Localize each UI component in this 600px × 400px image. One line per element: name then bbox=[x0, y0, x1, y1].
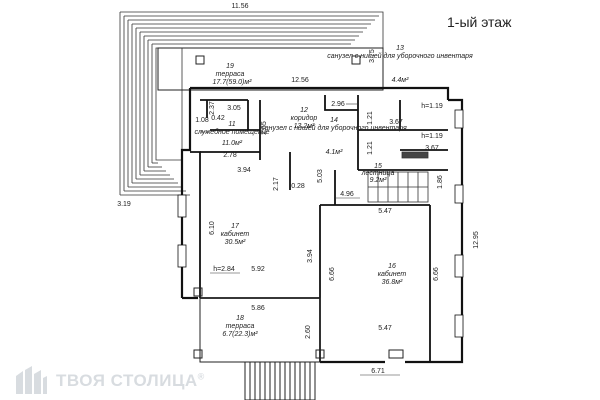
bath-top-num: 13 bbox=[396, 45, 404, 52]
dim-367b: 3.67 bbox=[425, 145, 439, 152]
stairs-area: 9.2м² bbox=[370, 177, 388, 184]
building-logo-icon bbox=[16, 366, 47, 394]
terrace-top-num: 19 bbox=[226, 63, 234, 70]
dim-h284: h=2.84 bbox=[213, 266, 235, 273]
dim-496: 4.96 bbox=[340, 191, 354, 198]
dim-367a: 3.67 bbox=[389, 119, 403, 126]
windows bbox=[177, 109, 464, 338]
bath-mid-num: 14 bbox=[330, 117, 338, 124]
bath-top-area: 4.4м² bbox=[392, 77, 410, 84]
dim-terrace-span: 12.56 bbox=[291, 77, 309, 84]
terrace-bottom-area: 6.7(22.3)м² bbox=[222, 331, 258, 338]
office-left-name: кабинет bbox=[221, 230, 250, 238]
corridor-name: коридор bbox=[291, 114, 318, 122]
dimension-ticks bbox=[200, 103, 400, 376]
dim-666b: 6.66 bbox=[433, 267, 440, 281]
dim-503: 5.03 bbox=[317, 169, 324, 183]
office-left-area: 30.5м² bbox=[225, 239, 246, 246]
terrace-bottom-name: терраса bbox=[226, 323, 255, 330]
service-name: служебное помещение bbox=[194, 128, 269, 136]
room-labels: 19 терраса 17.7(59.0)м² 12 коридор 13.2м… bbox=[194, 45, 473, 338]
top-terrace-steps bbox=[119, 11, 384, 196]
dimension-labels: 11.56 12.56 3.19 3.75 3.05 2.96 1.08 0.4… bbox=[117, 3, 480, 375]
corridor-area: 13.2м² bbox=[294, 123, 315, 130]
stairs-num: 15 bbox=[374, 163, 382, 170]
corridor-num: 12 bbox=[300, 107, 308, 114]
dim-260: 2.60 bbox=[305, 325, 312, 339]
dim-h119a: h=1.19 bbox=[421, 103, 443, 110]
column-square bbox=[315, 349, 325, 359]
dim-217: 2.17 bbox=[273, 177, 280, 191]
service-num: 11 bbox=[228, 121, 235, 128]
terrace-slab bbox=[157, 47, 384, 91]
dim-186: 1.86 bbox=[437, 175, 444, 189]
dim-top-width: 11.56 bbox=[232, 3, 249, 10]
floor-title: 1-ый этаж bbox=[447, 14, 512, 30]
bath-top-name: санузел с нишей для уборочного инвентаря bbox=[327, 52, 473, 60]
stairs bbox=[367, 151, 429, 203]
bath-mid-area: 4.1м² bbox=[326, 149, 344, 156]
dim-666a: 6.66 bbox=[329, 267, 336, 281]
terrace-top-area: 17.7(59.0)м² bbox=[212, 79, 252, 86]
stairs-name: лестница bbox=[361, 170, 395, 177]
dim-left-depth: 3.19 bbox=[117, 201, 131, 208]
column-square bbox=[195, 55, 205, 65]
dim-375: 3.75 bbox=[369, 49, 376, 63]
dim-h119b: h=1.19 bbox=[421, 133, 443, 140]
terrace-top-name: терраса bbox=[216, 71, 245, 78]
dim-305: 3.05 bbox=[227, 105, 241, 112]
columns bbox=[193, 55, 404, 359]
office-right-area: 36.8м² bbox=[382, 279, 403, 286]
window-mark bbox=[388, 349, 404, 359]
watermark-text: ТВОЯ СТОЛИЦА® bbox=[56, 371, 205, 390]
watermark: ТВОЯ СТОЛИЦА® bbox=[14, 366, 205, 396]
dim-028: 0.28 bbox=[291, 183, 305, 190]
dim-394a: 3.94 bbox=[237, 167, 251, 174]
dim-237: 2.37 bbox=[209, 101, 216, 115]
dim-121b: 1.21 bbox=[367, 141, 374, 155]
dim-121a: 1.21 bbox=[367, 111, 374, 125]
column-square bbox=[193, 287, 203, 297]
dim-610: 6.10 bbox=[209, 221, 216, 235]
dim-547a: 5.47 bbox=[378, 208, 392, 215]
dim-671: 6.71 bbox=[371, 368, 385, 375]
column-square bbox=[193, 349, 203, 359]
dim-278: 2.78 bbox=[223, 152, 237, 159]
dim-296: 2.96 bbox=[331, 101, 345, 108]
terrace-bottom-num: 18 bbox=[236, 315, 244, 322]
dim-586: 5.86 bbox=[251, 305, 265, 312]
office-right-num: 16 bbox=[388, 263, 396, 270]
bath-mid-name: санузел с нишей для уборочного инвентаря bbox=[261, 124, 407, 132]
dim-265: 2.65 bbox=[261, 121, 268, 135]
bottom-terrace bbox=[199, 297, 321, 400]
office-right-name: кабинет bbox=[378, 270, 407, 278]
column-square bbox=[351, 55, 361, 65]
dim-1295: 12.95 bbox=[473, 231, 480, 249]
dim-108: 1.08 bbox=[195, 117, 209, 124]
service-area: 11.0м² bbox=[222, 140, 243, 147]
dim-042: 0.42 bbox=[211, 115, 225, 122]
office-left-num: 17 bbox=[231, 223, 240, 230]
dim-547b: 5.47 bbox=[378, 325, 392, 332]
dim-394b: 3.94 bbox=[307, 249, 314, 263]
dim-592: 5.92 bbox=[251, 266, 265, 273]
outer-walls bbox=[180, 86, 464, 364]
